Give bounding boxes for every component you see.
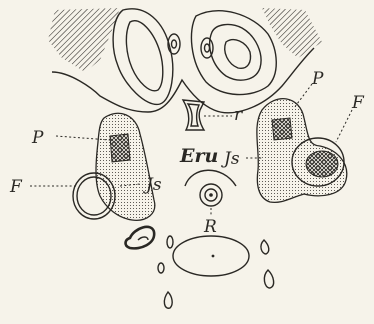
label-p-right: P	[311, 69, 324, 89]
central-ring-dot	[209, 193, 213, 197]
left-p-nucleus	[110, 134, 130, 162]
label-js-right: Js	[221, 149, 240, 169]
label-eru: Eru	[179, 145, 218, 167]
label-f-left: F	[9, 177, 23, 197]
label-p-left: P	[31, 128, 44, 148]
right-f-nucleus	[306, 151, 338, 177]
right-p-nucleus	[272, 118, 292, 140]
bottom-ellipse-dot	[212, 255, 215, 258]
label-f-right: F	[351, 93, 365, 113]
label-r: r	[234, 105, 243, 125]
label-js-left: Js	[143, 175, 162, 195]
label-r-capital: R	[203, 217, 217, 237]
